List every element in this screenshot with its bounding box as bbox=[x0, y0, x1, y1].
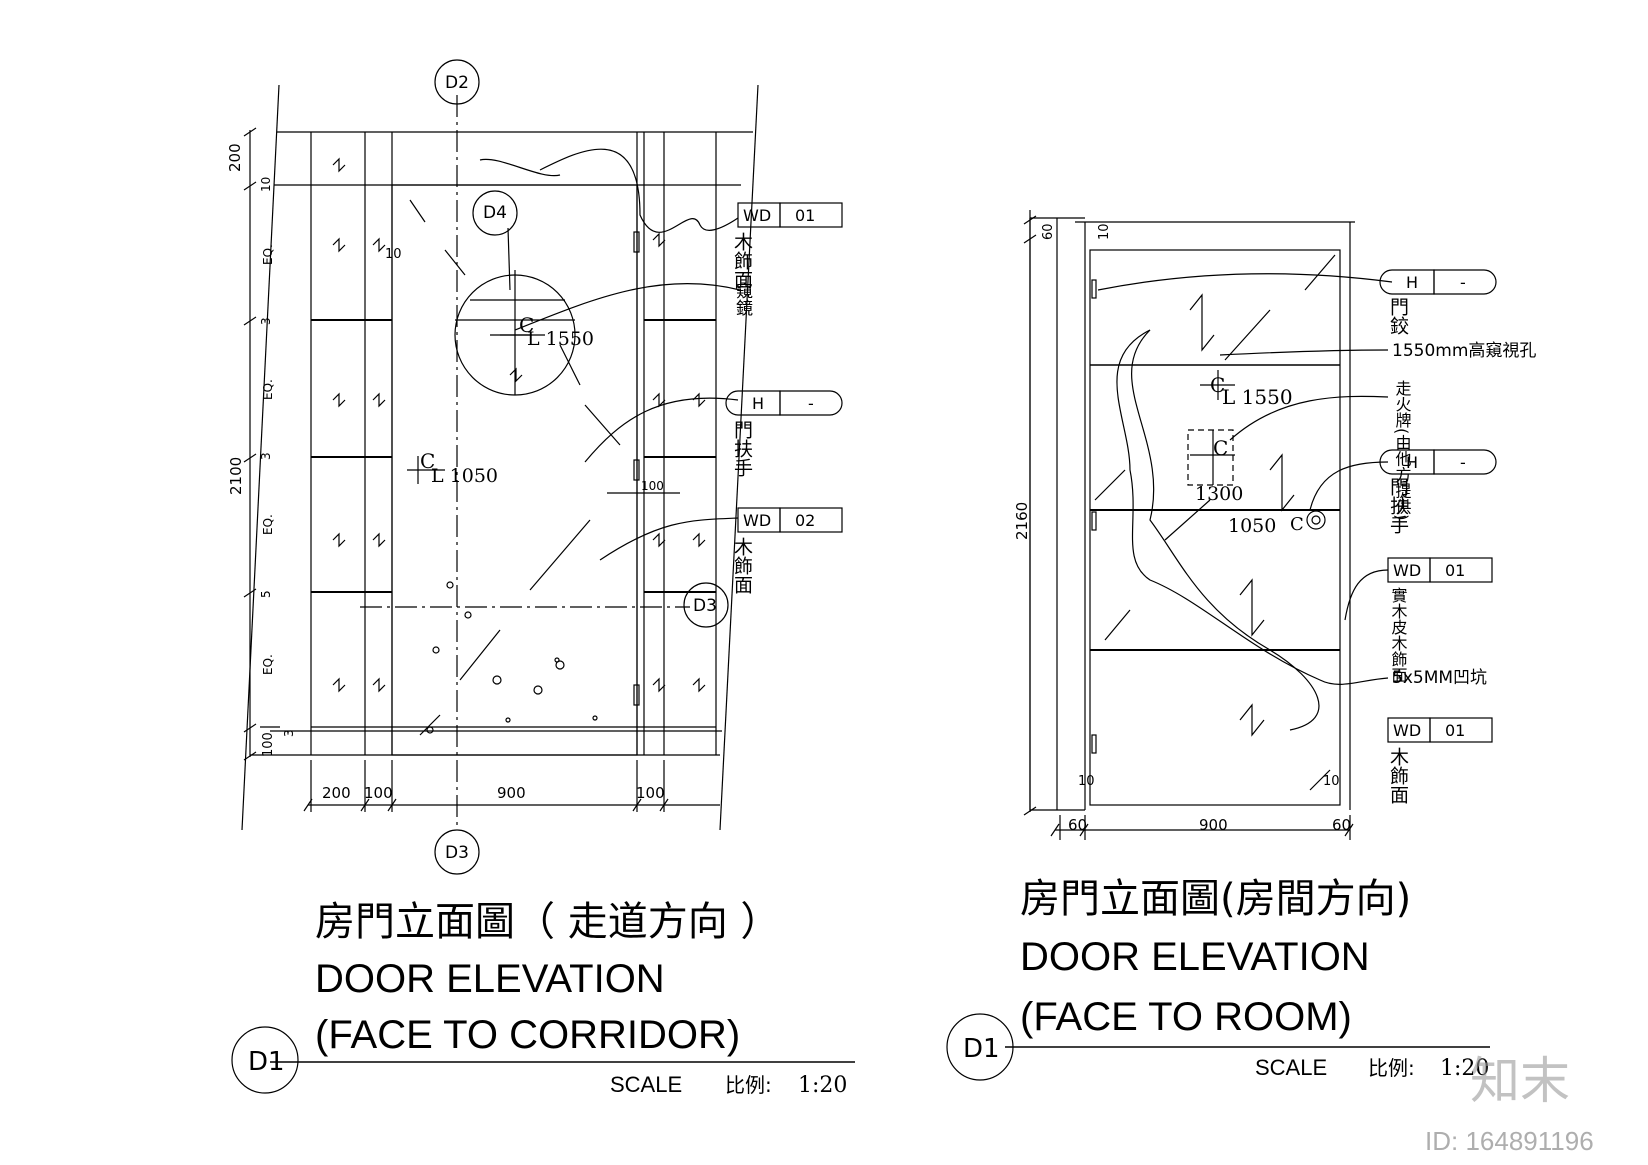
tag-wd-a-code: WD bbox=[1393, 561, 1421, 580]
scale-label-right: SCALE bbox=[1255, 1055, 1327, 1080]
left-elevation bbox=[231, 59, 855, 1094]
grid-bubble-top: D2 bbox=[445, 73, 469, 93]
scale-value-left: 1:20 bbox=[798, 1073, 847, 1098]
dim-eq-1: EQ. bbox=[261, 244, 275, 265]
cl-1550-right: L 1550 bbox=[1222, 385, 1293, 409]
tag-h1-code: H bbox=[1406, 273, 1418, 292]
note-sign: 走火牌(由他方提供) bbox=[1393, 380, 1412, 520]
note-peephole: 1550mm高窺視孔 bbox=[1392, 341, 1536, 361]
dim-100-inner: 100 bbox=[641, 479, 664, 493]
dim-10-inner: 10 bbox=[385, 247, 402, 262]
tag-hw-code: H bbox=[752, 394, 764, 413]
dim-60-b1: 60 bbox=[1068, 816, 1087, 834]
dim-200-v: 200 bbox=[226, 143, 244, 172]
right-labels: 60 10 2160 60 900 60 10 10 C L 1550 C 13… bbox=[963, 223, 1536, 1081]
note-mirror: 窺鏡 bbox=[732, 282, 753, 317]
dim-100-v: 100 bbox=[261, 732, 276, 757]
tag-h2-code: H bbox=[1406, 453, 1418, 472]
dim-eq-2: EQ. bbox=[261, 379, 275, 400]
dim-10-left: 10 bbox=[1078, 774, 1095, 789]
tag-h2-num: - bbox=[1460, 453, 1466, 472]
dim-3-2: 3 bbox=[259, 452, 273, 460]
grid-bubble-side: D3 bbox=[693, 596, 717, 616]
title-en-right-1: DOOR ELEVATION bbox=[1020, 935, 1370, 979]
dim-5: 5 bbox=[259, 590, 273, 598]
cl-symbol-1300: C bbox=[1213, 436, 1228, 460]
title-en-right-2: (FACE TO ROOM) bbox=[1020, 995, 1352, 1039]
dim-200-b: 200 bbox=[322, 784, 351, 802]
cl-symbol-1550: C bbox=[1210, 373, 1225, 397]
tag-wd02-code: WD bbox=[743, 511, 771, 530]
watermark-brand: 知末 bbox=[1470, 1052, 1570, 1110]
cl-symbol-top: C bbox=[519, 313, 534, 337]
note-wd-b: 木飾面 bbox=[1387, 747, 1409, 804]
tag-wd-a-num: 01 bbox=[1445, 561, 1465, 580]
tag-hw-num: - bbox=[808, 394, 814, 413]
note-handle-right: 門扶手 bbox=[1387, 477, 1409, 534]
tag-hw-note: 門扶手 bbox=[731, 420, 753, 477]
dim-3-3: 3 bbox=[282, 729, 296, 737]
dim-eq-3: EQ. bbox=[261, 514, 275, 535]
dim-900-b-right: 900 bbox=[1199, 816, 1228, 834]
cl-label-mid: L 1050 bbox=[431, 465, 498, 487]
dim-eq-4: EQ. bbox=[261, 654, 275, 675]
grid-bubble-bottom: D3 bbox=[445, 843, 469, 863]
grid-bubble-inset: D4 bbox=[483, 203, 507, 223]
dim-100-b1: 100 bbox=[364, 784, 393, 802]
dim-total: 2100 bbox=[227, 457, 245, 495]
dim-10-right: 10 bbox=[1323, 774, 1340, 789]
dim-60-top: 60 bbox=[1041, 223, 1056, 240]
title-cn-left: 房門立面圖（ 走道方向 ） bbox=[315, 899, 780, 945]
tag-wd-b-code: WD bbox=[1393, 721, 1421, 740]
note-veneer: 實木皮木飾面 bbox=[1389, 586, 1408, 683]
tag-wd02-num: 02 bbox=[795, 511, 815, 530]
badge-right: D1 bbox=[963, 1034, 1000, 1064]
title-en-left-1: DOOR ELEVATION bbox=[315, 957, 665, 1001]
tag-wd-b-num: 01 bbox=[1445, 721, 1465, 740]
dim-total-right: 2160 bbox=[1013, 502, 1031, 540]
badge-left: D1 bbox=[248, 1047, 285, 1077]
tag-wd01-note: 木飾面 bbox=[731, 232, 753, 289]
tag-wd02-note: 木飾面 bbox=[731, 537, 753, 594]
watermark: 知末 ID: 164891196 bbox=[1425, 1052, 1594, 1156]
scale-label-left: SCALE bbox=[610, 1072, 682, 1097]
cl-symbol-1050: C bbox=[1290, 514, 1304, 535]
tag-wd01-code: WD bbox=[743, 206, 771, 225]
title-cn-right: 房門立面圖(房間方向) bbox=[1020, 876, 1411, 922]
note-hinge: 門鉸 bbox=[1387, 297, 1409, 335]
dim-60-b2: 60 bbox=[1332, 816, 1351, 834]
scale-cn-left: 比例: bbox=[725, 1073, 772, 1097]
title-en-left-2: (FACE TO CORRIDOR) bbox=[315, 1013, 740, 1057]
dim-10-top: 10 bbox=[1097, 223, 1112, 240]
watermark-id: ID: 164891196 bbox=[1425, 1126, 1594, 1156]
scale-value-right: 1:20 bbox=[1440, 1056, 1489, 1081]
left-labels: D2 D4 D3 D3 200 10 EQ. 3 EQ. 3 EQ. 5 EQ.… bbox=[226, 73, 847, 1098]
tag-h1-num: - bbox=[1460, 273, 1466, 292]
cl-label-top: L 1550 bbox=[527, 328, 594, 350]
tag-wd01-num: 01 bbox=[795, 206, 815, 225]
dim-10-v: 10 bbox=[259, 177, 273, 192]
cl-symbol-mid: C bbox=[420, 449, 435, 473]
scale-cn-right: 比例: bbox=[1368, 1056, 1415, 1080]
dim-3-1: 3 bbox=[259, 317, 273, 325]
right-elevation bbox=[946, 210, 1497, 1081]
dim-900-b: 900 bbox=[497, 784, 526, 802]
note-groove: 5x5MM凹坑 bbox=[1392, 668, 1487, 688]
cl-1300: 1300 bbox=[1195, 483, 1243, 505]
dim-100-b2: 100 bbox=[636, 784, 665, 802]
cl-1050-right: 1050 bbox=[1228, 515, 1276, 537]
